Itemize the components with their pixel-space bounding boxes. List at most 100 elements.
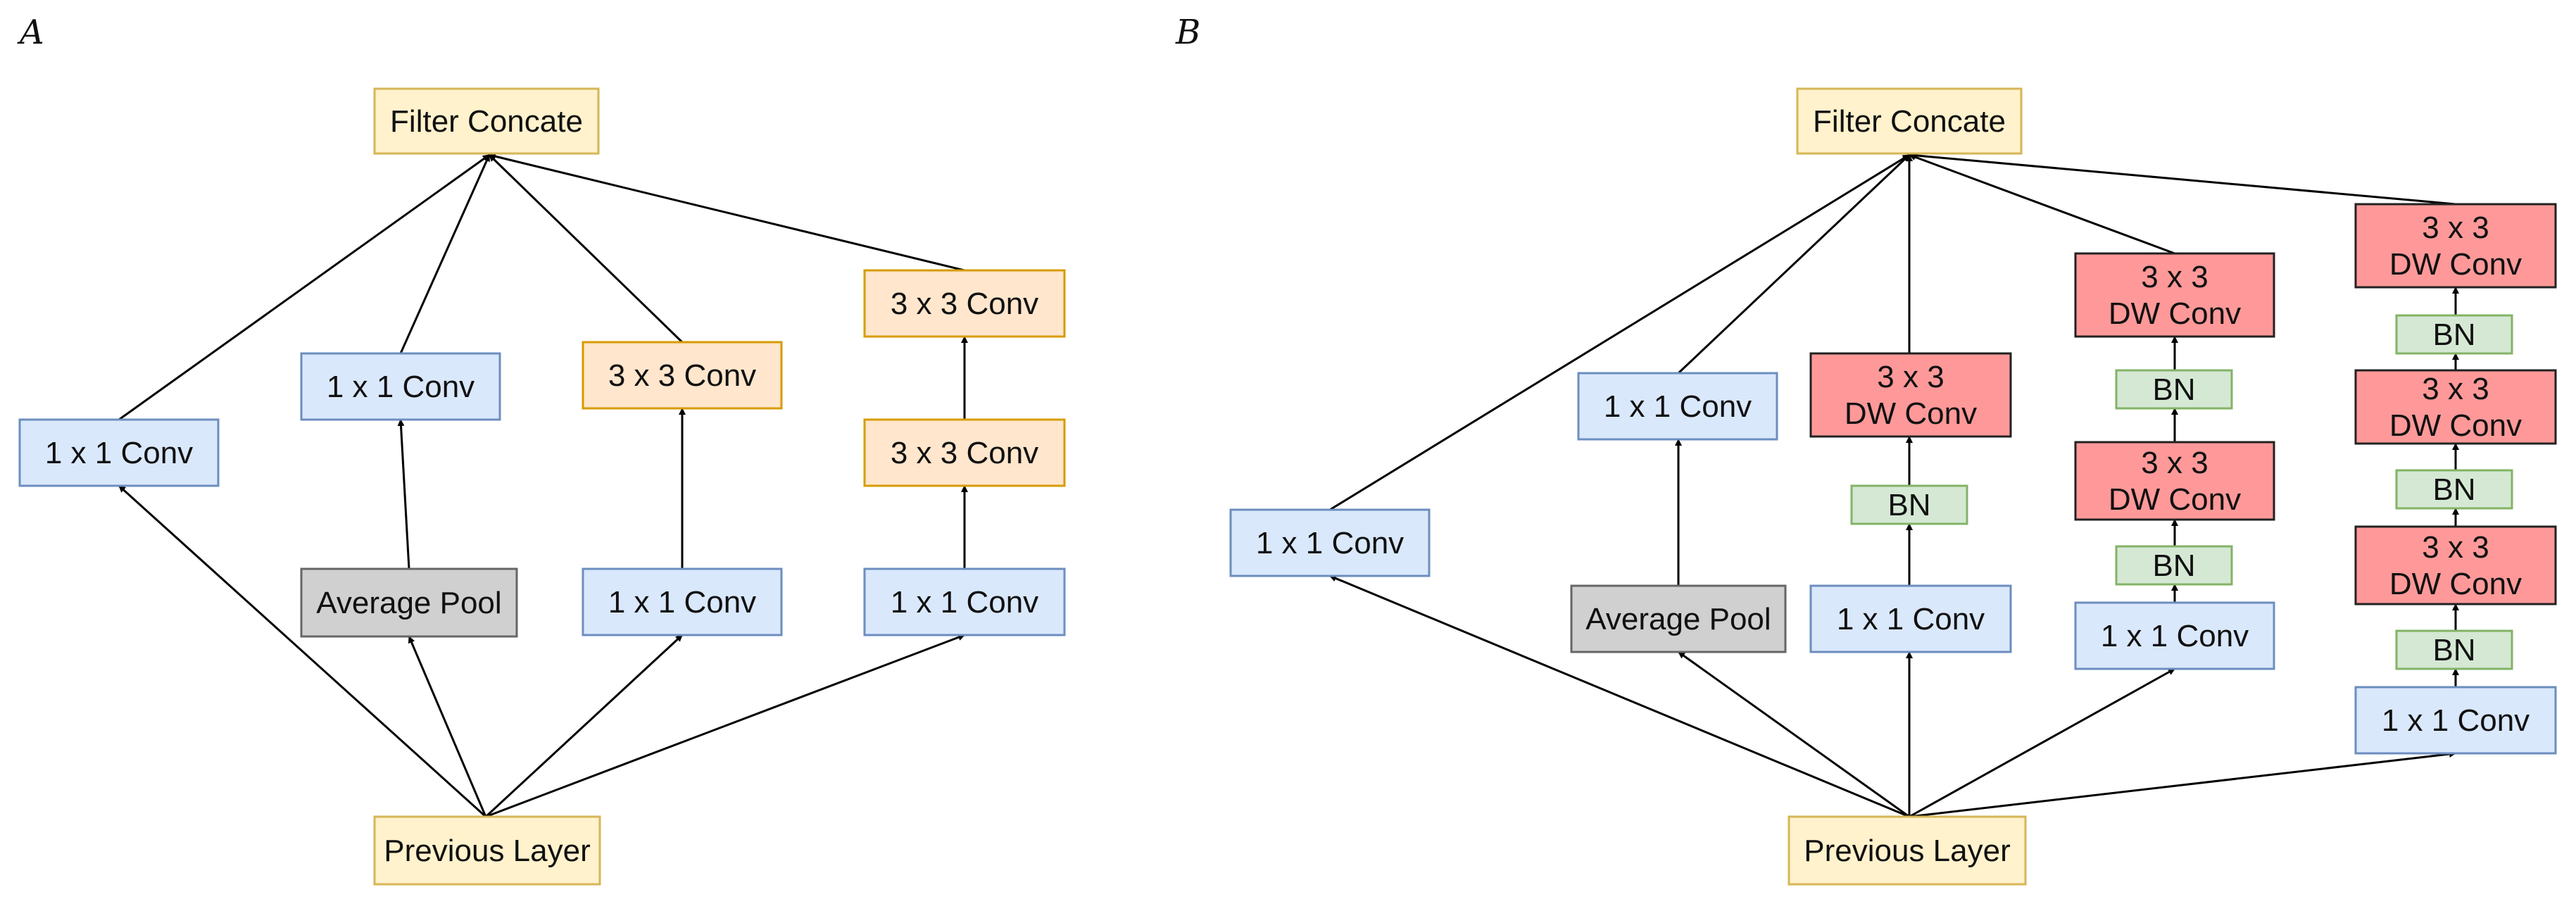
node-box-b-prev xyxy=(1788,815,2027,886)
node-box-a-b2p xyxy=(300,567,518,638)
node-label-a-b3c3-0: 3 x 3 Conv xyxy=(608,358,756,393)
node-label-b-b3dw-1: DW Conv xyxy=(1845,396,1977,431)
node-box-b-b4dw1 xyxy=(2074,441,2275,521)
node-b-b4bn2: BN xyxy=(2115,369,2233,410)
node-box-b-b4bn1 xyxy=(2115,545,2233,586)
node-label-b-b1-0: 1 x 1 Conv xyxy=(1256,526,1404,560)
node-label-b-b4dw1-0: 3 x 3 xyxy=(2141,446,2208,480)
edge-b-prev-to-b-b1 xyxy=(1329,575,1910,818)
node-b-b5bn1: BN xyxy=(2395,629,2513,670)
node-label-b-prev-0: Previous Layer xyxy=(1804,834,2010,868)
node-label-b-b2p-0: Average Pool xyxy=(1585,602,1771,636)
edge-b-b5dw3-to-b-fc xyxy=(1909,151,2456,206)
node-a-b3c1: 1 x 1 Conv xyxy=(582,567,783,636)
node-label-b-b4dw2-1: DW Conv xyxy=(2109,296,2241,331)
node-box-a-b1 xyxy=(18,418,220,487)
node-label-b-b5bn3-0: BN xyxy=(2432,318,2475,352)
edge-b-prev-to-b-b2p xyxy=(1678,651,1910,818)
node-box-b-b5bn1 xyxy=(2395,629,2513,670)
node-a-b1: 1 x 1 Conv xyxy=(18,418,220,487)
node-a-b4c3b: 3 x 3 Conv xyxy=(863,269,1066,338)
node-box-b-b5dw3 xyxy=(2354,203,2557,289)
node-box-b-b2p xyxy=(1570,584,1787,653)
node-box-b-b3dw xyxy=(1809,352,2012,438)
node-label-a-b4c3b-0: 3 x 3 Conv xyxy=(891,287,1038,321)
edge-b-b4dw2-to-b-fc xyxy=(1909,153,2175,255)
node-a-b4c1: 1 x 1 Conv xyxy=(863,567,1066,636)
node-box-a-b3c3 xyxy=(582,341,783,410)
node-label-b-fc-0: Filter Concate xyxy=(1813,104,2006,139)
node-box-b-b1 xyxy=(1229,508,1431,577)
node-b-prev: Previous Layer xyxy=(1788,815,2027,886)
node-box-b-b2c xyxy=(1577,372,1778,441)
node-box-b-b5c1 xyxy=(2354,686,2557,755)
edge-b-b1-to-b-fc xyxy=(1329,153,1910,511)
node-b-b4dw2: 3 x 3DW Conv xyxy=(2074,252,2275,338)
edge-b-prev-to-b-b5c1 xyxy=(1909,751,2456,818)
node-label-b-b5dw2-1: DW Conv xyxy=(2389,408,2522,443)
node-label-b-b4bn2-0: BN xyxy=(2152,372,2195,407)
node-b-b5dw2: 3 x 3DW Conv xyxy=(2354,369,2557,445)
node-box-b-b5dw1 xyxy=(2354,525,2557,605)
edge-a-b3c3-to-a-fc xyxy=(488,153,684,344)
node-box-a-b2c xyxy=(300,352,501,421)
node-b-b1: 1 x 1 Conv xyxy=(1229,508,1431,577)
node-label-b-b5dw3-0: 3 x 3 xyxy=(2422,211,2489,245)
node-label-a-b4c3a-0: 3 x 3 Conv xyxy=(891,436,1038,470)
node-box-a-prev xyxy=(373,815,601,886)
edge-a-b2c-to-a-fc xyxy=(399,154,491,354)
node-label-a-b3c1-0: 1 x 1 Conv xyxy=(608,585,756,620)
panel-label-b: B xyxy=(1175,13,1200,52)
edge-a-prev-to-a-b2p xyxy=(408,636,487,817)
node-label-b-b5dw2-0: 3 x 3 xyxy=(2422,372,2489,406)
node-label-a-b2p-0: Average Pool xyxy=(316,586,501,620)
node-label-b-b5c1-0: 1 x 1 Conv xyxy=(2382,703,2530,738)
node-box-a-b4c3a xyxy=(863,418,1066,487)
node-box-b-b5bn3 xyxy=(2395,314,2513,355)
node-b-b2p: Average Pool xyxy=(1570,584,1787,653)
node-b-b5dw1: 3 x 3DW Conv xyxy=(2354,525,2557,605)
edge-a-prev-to-a-b4c1 xyxy=(485,634,965,818)
node-a-b2c: 1 x 1 Conv xyxy=(300,352,501,421)
node-label-b-b4dw1-1: DW Conv xyxy=(2109,482,2241,517)
node-label-a-b1-0: 1 x 1 Conv xyxy=(45,436,193,470)
node-label-b-b5dw1-0: 3 x 3 xyxy=(2422,530,2489,565)
node-a-b4c3a: 3 x 3 Conv xyxy=(863,418,1066,487)
edges-layer xyxy=(118,151,2459,818)
node-box-a-b4c1 xyxy=(863,567,1066,636)
node-label-b-b3bn-0: BN xyxy=(1887,488,1930,522)
node-b-b3c1: 1 x 1 Conv xyxy=(1809,584,2012,653)
node-b-b4bn1: BN xyxy=(2115,545,2233,586)
node-label-b-b4bn1-0: BN xyxy=(2152,548,2195,583)
node-label-b-b5bn1-0: BN xyxy=(2432,633,2475,667)
node-b-b4dw1: 3 x 3DW Conv xyxy=(2074,441,2275,521)
node-label-b-b5bn2-0: BN xyxy=(2432,472,2475,507)
edge-a-b4c3b-to-a-fc xyxy=(489,153,965,272)
node-label-b-b4dw2-0: 3 x 3 xyxy=(2141,260,2208,294)
node-a-b3c3: 3 x 3 Conv xyxy=(582,341,783,410)
node-label-a-b4c1-0: 1 x 1 Conv xyxy=(891,585,1038,620)
node-b-b4c1: 1 x 1 Conv xyxy=(2074,601,2275,670)
node-label-b-b5dw3-1: DW Conv xyxy=(2389,247,2522,282)
node-label-a-prev-0: Previous Layer xyxy=(384,834,590,868)
node-b-b5bn2: BN xyxy=(2395,469,2513,510)
node-label-b-b3c1-0: 1 x 1 Conv xyxy=(1837,602,1985,636)
edge-a-prev-to-a-b1 xyxy=(118,484,487,818)
node-box-b-b4dw2 xyxy=(2074,252,2275,338)
edge-a-b2p-to-a-b2c xyxy=(397,419,410,570)
node-b-b5bn3: BN xyxy=(2395,314,2513,355)
node-box-b-b5bn2 xyxy=(2395,469,2513,510)
node-label-b-b4c1-0: 1 x 1 Conv xyxy=(2101,619,2249,653)
node-box-a-b4c3b xyxy=(863,269,1066,338)
edge-b-b2c-to-b-fc xyxy=(1677,153,1911,375)
node-a-b2p: Average Pool xyxy=(300,567,518,638)
node-box-b-b3bn xyxy=(1850,484,1968,525)
node-b-b5dw3: 3 x 3DW Conv xyxy=(2354,203,2557,289)
node-box-a-b3c1 xyxy=(582,567,783,636)
node-a-prev: Previous Layer xyxy=(373,815,601,886)
node-label-a-b2c-0: 1 x 1 Conv xyxy=(327,370,475,404)
node-label-a-fc-0: Filter Concate xyxy=(390,104,583,139)
